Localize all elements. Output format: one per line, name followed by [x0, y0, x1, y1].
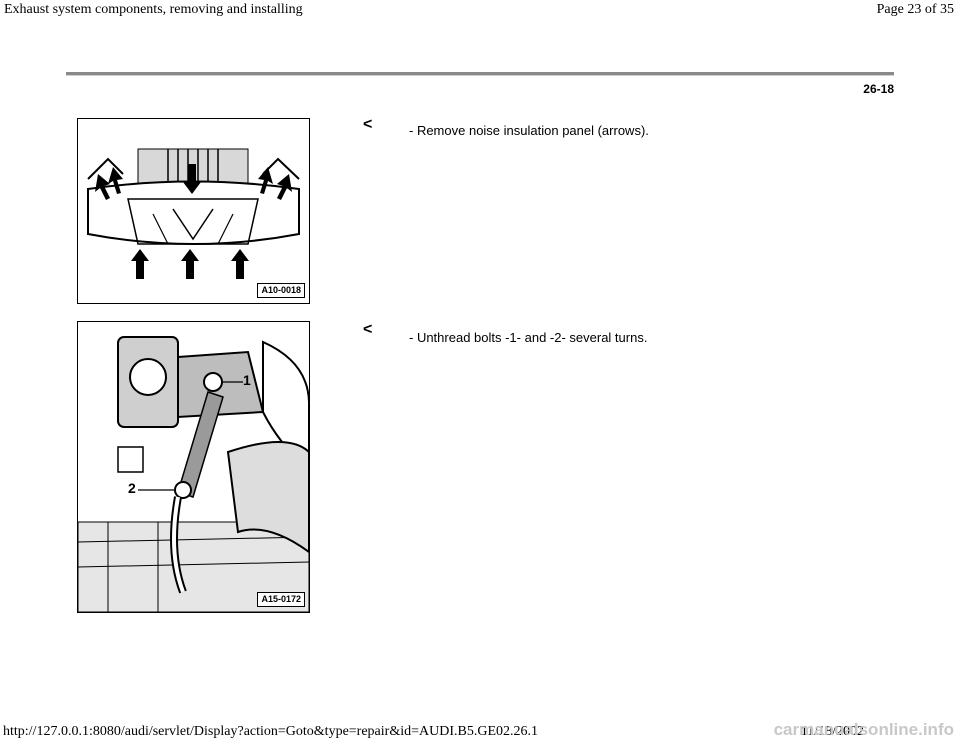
footer-url[interactable]: http://127.0.0.1:8080/audi/servlet/Displ… [3, 724, 538, 739]
watermark: carmanualsonline.info [773, 720, 954, 739]
document-title: Exhaust system components, removing and … [4, 2, 303, 17]
figure-noise-insulation-panel: A10-0018 [77, 118, 310, 304]
step-text: - Remove noise insulation panel (arrows)… [409, 123, 649, 138]
page-counter: Page 23 of 35 [876, 2, 954, 17]
section-number: 26-18 [863, 82, 894, 96]
figure-label: A10-0018 [257, 283, 305, 298]
figure-label: A15-0172 [257, 592, 305, 607]
footer-date: 11/18/2002 [800, 724, 864, 739]
header-divider [66, 72, 894, 76]
callout-1: 1 [243, 372, 251, 388]
arrow-ref-icon: < [363, 116, 373, 133]
step-text: - Unthread bolts -1- and -2- several tur… [409, 330, 648, 345]
arrow-ref-icon: < [363, 321, 373, 338]
figure-exhaust-bolts: 1 2 A15-0172 [77, 321, 310, 613]
callout-2: 2 [128, 480, 136, 496]
noise-insulation-panel-illustration [78, 119, 309, 303]
exhaust-bolts-illustration [78, 322, 309, 612]
